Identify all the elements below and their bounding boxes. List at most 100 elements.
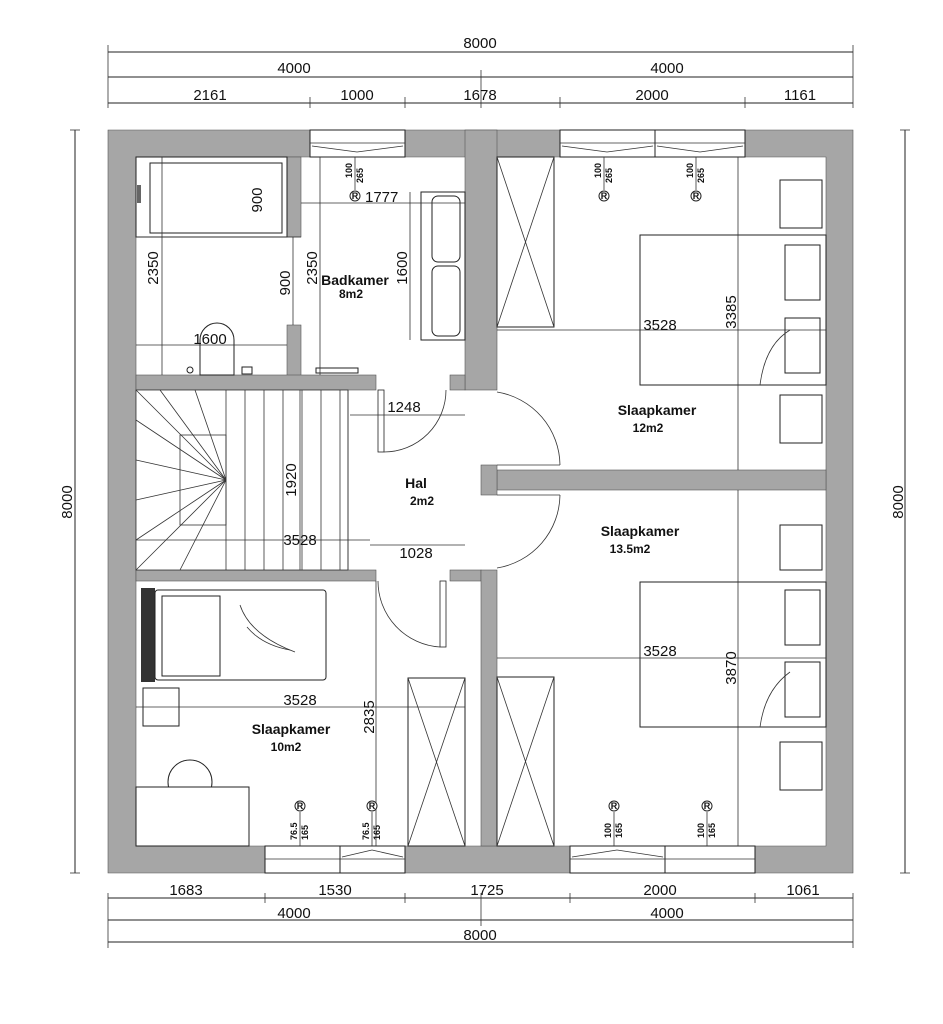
bed-top-right — [639, 179, 827, 444]
dimension-label: 1920 — [283, 463, 300, 496]
dimension-label: R — [297, 801, 304, 811]
dim-bottom-seg: 1061 — [786, 882, 819, 899]
dim-bottom-total: 8000 — [463, 927, 496, 944]
dimension-label: 76.5 — [361, 822, 371, 840]
dimension-label: 2350 — [304, 251, 321, 284]
doors — [377, 389, 561, 648]
dim-bottom-half: 4000 — [277, 905, 310, 922]
window — [654, 129, 746, 158]
dimension-label: 265 — [604, 168, 614, 183]
desk-with-chair — [135, 759, 250, 847]
dimension-label: R — [369, 801, 376, 811]
dimension-label: 165 — [614, 823, 624, 838]
dim-left-total: 8000 — [59, 485, 76, 518]
dim-top-seg: 1000 — [340, 87, 373, 104]
room-name-slaapkamer-bottom-right: Slaapkamer — [601, 523, 680, 539]
dim-top-half: 4000 — [277, 60, 310, 77]
dim-top-seg: 2000 — [635, 87, 668, 104]
room-area-slaapkamer-bottom-left: 10m2 — [271, 740, 302, 754]
dimension-label: 100 — [344, 163, 354, 178]
dimension-label: 100 — [603, 823, 613, 838]
double-sink — [420, 191, 466, 341]
bed-bottom-right — [639, 524, 827, 791]
window — [309, 129, 406, 158]
dim-top-seg: 1678 — [463, 87, 496, 104]
toilet — [186, 322, 253, 376]
dimension-label: 76.5 — [289, 822, 299, 840]
dimension-label: 165 — [372, 825, 382, 840]
dimension-label: R — [601, 191, 608, 201]
dimension-label: 2835 — [361, 700, 378, 733]
window — [339, 845, 406, 874]
dimension-label: 1600 — [394, 251, 411, 284]
dimension-label: 3528 — [643, 643, 676, 660]
dimension-label: 165 — [300, 825, 310, 840]
inner-dimension-lines — [136, 157, 826, 846]
window — [264, 845, 341, 874]
window — [664, 845, 756, 874]
window — [569, 845, 666, 874]
inner-dimensions: 900 2350 900 2350 1777 1600 1600 1920 35… — [145, 187, 740, 733]
dimension-label: R — [704, 801, 711, 811]
dim-top-total: 8000 — [463, 35, 496, 52]
dim-bottom-seg: 1530 — [318, 882, 351, 899]
dimension-label: 900 — [277, 270, 294, 295]
dimension-label: 165 — [707, 823, 717, 838]
dimension-label: 3528 — [283, 692, 316, 709]
walls — [107, 129, 854, 874]
dimension-label: R — [693, 191, 700, 201]
wardrobe-bottom-right — [496, 676, 555, 847]
bed-bottom-left — [141, 588, 327, 727]
room-area-slaapkamer-top-right: 12m2 — [633, 421, 664, 435]
dim-bottom-seg: 1725 — [470, 882, 503, 899]
door-top-right — [496, 391, 561, 466]
room-name-slaapkamer-top-right: Slaapkamer — [618, 402, 697, 418]
dimension-label: R — [611, 801, 618, 811]
windows — [264, 129, 756, 874]
window — [559, 129, 656, 158]
dimension-label: 100 — [696, 823, 706, 838]
dim-top-seg: 1161 — [784, 87, 816, 104]
dimension-label: 3870 — [723, 651, 740, 684]
dimension-label: 900 — [249, 187, 266, 212]
wardrobe-bottom-left — [407, 677, 466, 847]
dimension-label: 1028 — [399, 545, 432, 562]
dimension-label: 265 — [696, 168, 706, 183]
dim-bottom-seg: 1683 — [169, 882, 202, 899]
dimension-label: 100 — [593, 163, 603, 178]
towel-rail — [315, 367, 359, 374]
dimension-label: 100 — [685, 163, 695, 178]
dimension-label: 265 — [355, 168, 365, 183]
dimension-lines — [70, 45, 910, 948]
room-name-badkamer: Badkamer — [321, 272, 389, 288]
door-bottom-right — [496, 494, 561, 569]
dim-bottom-seg: 2000 — [643, 882, 676, 899]
room-name-slaapkamer-bottom-left: Slaapkamer — [252, 721, 331, 737]
bathtub — [135, 156, 288, 238]
wardrobe-top-right — [496, 156, 555, 328]
dim-bottom-half: 4000 — [650, 905, 683, 922]
dim-right-total: 8000 — [890, 485, 907, 518]
dimension-label: R — [352, 191, 359, 201]
door-bottom-left — [377, 580, 447, 648]
room-name-hal: Hal — [405, 475, 427, 491]
room-area-hal: 2m2 — [410, 494, 434, 508]
dimension-label: 1777 — [365, 189, 398, 206]
dim-top-seg: 2161 — [193, 87, 226, 104]
dimension-label: 1600 — [193, 331, 226, 348]
dimension-label: 3528 — [643, 317, 676, 334]
dimension-label: 3528 — [283, 532, 316, 549]
dimension-label: 2350 — [145, 251, 162, 284]
room-labels: Badkamer 8m2 Hal 2m2 Slaapkamer 12m2 Sla… — [252, 272, 697, 754]
room-area-slaapkamer-bottom-right: 13.5m2 — [610, 542, 651, 556]
dimension-label: 3385 — [723, 295, 740, 328]
door-badkamer-stairs — [377, 389, 447, 453]
